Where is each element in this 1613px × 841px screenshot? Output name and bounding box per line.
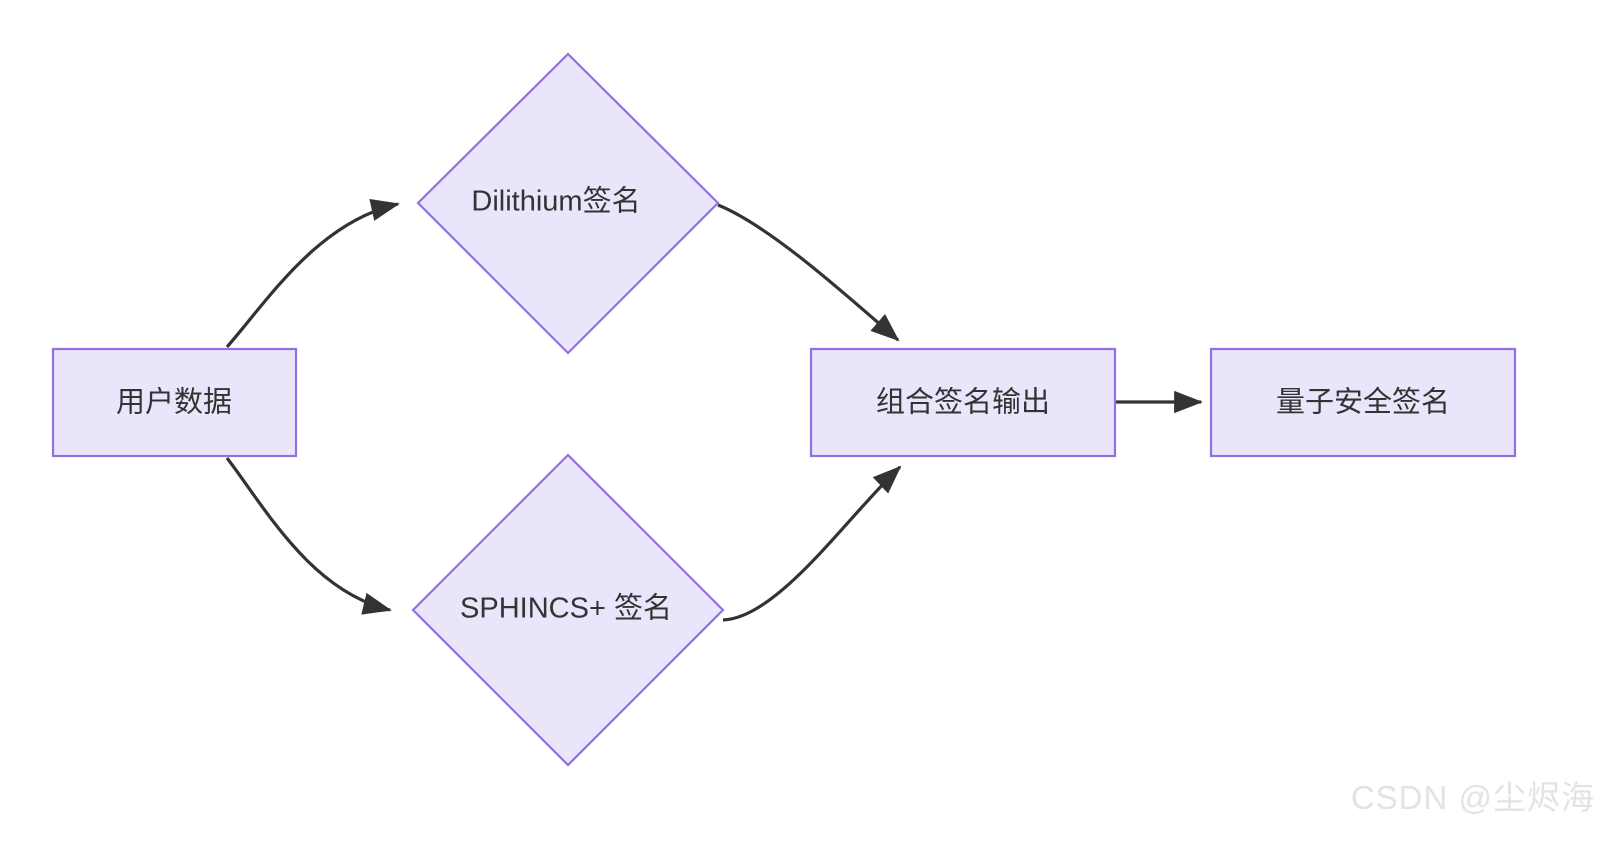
node-combined-output-shape[interactable]: [809, 347, 1117, 458]
node-user-data[interactable]: 用户数据: [51, 347, 298, 458]
node-dilithium-sign-shape[interactable]: [416, 52, 720, 355]
node-combined-output-label: 组合签名输出: [876, 386, 1050, 419]
node-quantum-safe-signature-shape[interactable]: [1209, 347, 1517, 458]
node-quantum-safe-signature[interactable]: 量子安全签名: [1209, 347, 1517, 458]
node-quantum-safe-signature-label: 量子安全签名: [1276, 386, 1450, 419]
edge-sphincs-to-combined-output: [722, 465, 902, 622]
edge-dilithium-to-combined-output: [717, 203, 900, 342]
edge-user-data-to-sphincs: [225, 457, 392, 615]
node-dilithium-sign[interactable]: Dilithium签名: [416, 52, 720, 355]
node-user-data-label: 用户数据: [116, 386, 232, 419]
node-combined-output[interactable]: 组合签名输出: [809, 347, 1117, 458]
node-user-data-shape[interactable]: [51, 347, 298, 458]
edge-layer: [225, 198, 1203, 622]
node-sphincs-sign[interactable]: SPHINCS+ 签名: [411, 453, 725, 767]
edge-user-data-to-dilithium: [225, 198, 400, 349]
node-sphincs-sign-shape[interactable]: [411, 453, 725, 767]
node-dilithium-sign-label: Dilithium签名: [471, 185, 640, 218]
csdn-watermark: CSDN @尘烬海: [1350, 779, 1595, 816]
node-sphincs-sign-label: SPHINCS+ 签名: [460, 592, 672, 625]
